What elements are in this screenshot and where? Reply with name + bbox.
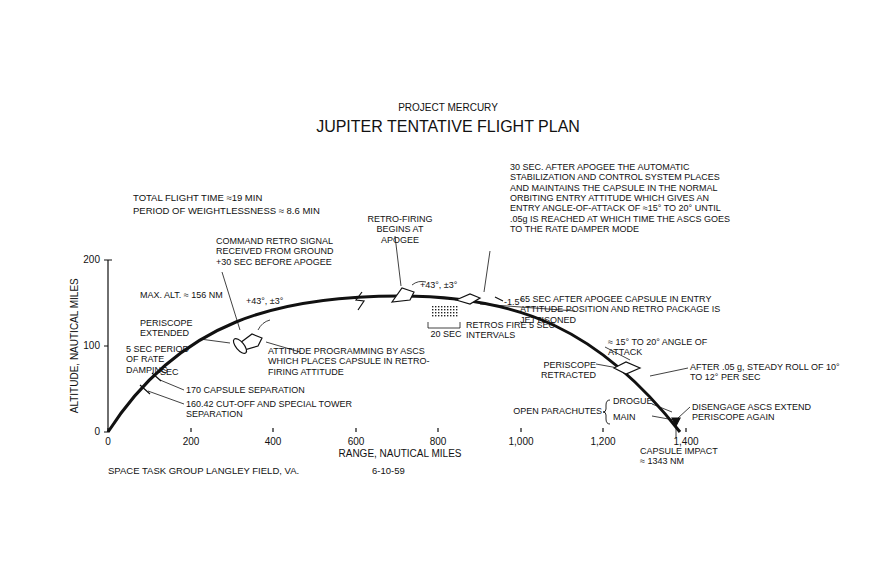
axis-tick: 1,400 <box>661 436 711 448</box>
axis-tick: 0 <box>66 426 100 438</box>
axis-title: RANGE, NAUTICAL MILES <box>300 448 500 460</box>
super-title: PROJECT MERCURY <box>348 102 548 114</box>
axis-tick: 0 <box>88 436 128 448</box>
parachute-label: DROGUE <box>613 396 663 406</box>
event-note: 30 SEC. AFTER APOGEE THE AUTOMATIC STABI… <box>510 162 736 234</box>
impact-note: CAPSULE IMPACT ≈ 1343 NM <box>640 446 720 467</box>
event-note: AFTER .05 g, STEADY ROLL OF 10° TO 12° P… <box>690 362 840 383</box>
axis-tick: 600 <box>336 436 376 448</box>
tick-marks <box>140 297 503 394</box>
unit-label: SEC <box>160 367 190 377</box>
capsule <box>456 294 480 304</box>
note: PERIOD OF WEIGHTLESSNESS ≈ 8.6 MIN <box>133 206 353 217</box>
trajectory-arc <box>108 296 680 432</box>
angle-label: ≈ 15° TO 20° ANGLE OF ATTACK <box>608 337 738 358</box>
axis-title: ALTITUDE, NAUTICAL MILES <box>69 251 81 441</box>
max-altitude: MAX. ALT. ≈ 156 NM <box>140 290 250 300</box>
signal-zigzag <box>356 292 364 310</box>
angle-label: +43°, ±3° <box>246 296 306 306</box>
event-note: COMMAND RETRO SIGNAL RECEIVED FROM GROUN… <box>216 236 348 267</box>
parachute-bracket <box>603 400 610 424</box>
event-note: ATTITUDE PROGRAMMING BY ASCS WHICH PLACE… <box>268 346 444 377</box>
axis-tick: 1,200 <box>578 436 628 448</box>
note: TOTAL FLIGHT TIME ≈19 MIN <box>133 193 333 204</box>
axis-tick: 400 <box>253 436 293 448</box>
axis-tick: 200 <box>171 436 211 448</box>
x-ticks <box>108 428 686 432</box>
y-ticks <box>104 260 112 346</box>
capsule <box>392 288 414 302</box>
interval-bracket <box>428 322 460 328</box>
footer-note: 6-10-59 <box>372 466 432 477</box>
capsule <box>614 362 640 374</box>
event-note: PERISCOPE EXTENDED <box>140 318 210 339</box>
event-note: PERISCOPE RETRACTED <box>540 360 596 381</box>
parachute-label: MAIN <box>613 412 663 422</box>
event-note: 160.42 CUT-OFF AND SPECIAL TOWER SEPARAT… <box>186 399 356 420</box>
capsule-heat-shield <box>231 337 249 356</box>
event-note: OPEN PARACHUTES <box>510 406 602 416</box>
axis-tick: 1,000 <box>496 436 546 448</box>
event-note: DISENGAGE ASCS EXTEND PERISCOPE AGAIN <box>692 402 836 423</box>
axis-tick: 800 <box>418 436 458 448</box>
event-note: RETRO-FIRING BEGINS AT APOGEE <box>364 214 436 245</box>
footer-note: SPACE TASK GROUP LANGLEY FIELD, VA. <box>108 466 348 477</box>
axis-tick: 200 <box>66 254 100 266</box>
event-note: RETROS FIRE 5 SEC INTERVALS <box>466 320 576 341</box>
retro-fire-band <box>432 306 458 318</box>
landing-arrow <box>672 418 680 426</box>
event-note: 170 CAPSULE SEPARATION <box>186 385 346 395</box>
interval-label: 20 SEC <box>430 329 462 339</box>
diagram-title: JUPITER TENTATIVE FLIGHT PLAN <box>0 118 896 136</box>
angle-label: +43°, ±3° <box>420 280 480 290</box>
